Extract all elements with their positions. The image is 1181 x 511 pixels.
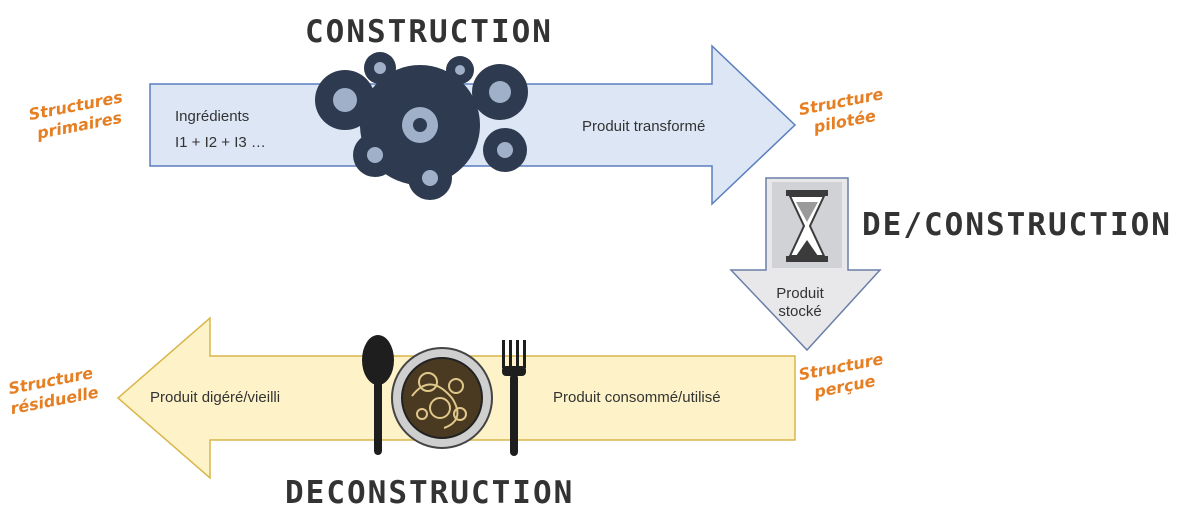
fork-icon bbox=[502, 340, 526, 456]
consumed-product-text: Produit consommé/utilisé bbox=[553, 389, 721, 406]
ingredients-text: Ingrédients I1 + I2 + I3 … bbox=[175, 104, 266, 156]
construction-heading: CONSTRUCTION bbox=[305, 14, 553, 50]
deconstruction-heading: DECONSTRUCTION bbox=[285, 475, 575, 511]
stored-product-text: Produit stocké bbox=[760, 285, 840, 321]
hourglass-icon bbox=[772, 182, 842, 268]
spoon-icon bbox=[362, 335, 394, 455]
plate-icon bbox=[391, 347, 493, 449]
stored-line-1: Produit bbox=[776, 285, 824, 302]
transformed-product-text: Produit transformé bbox=[582, 118, 706, 135]
ingredients-label: Ingrédients bbox=[175, 108, 250, 125]
stored-line-2: stocké bbox=[778, 303, 822, 320]
digested-product-text: Produit digéré/vieilli bbox=[150, 389, 281, 406]
gears-icon bbox=[315, 52, 528, 200]
ingredients-formula: I1 + I2 + I3 … bbox=[175, 134, 266, 151]
de-construction-heading: DE/CONSTRUCTION bbox=[862, 207, 1172, 243]
